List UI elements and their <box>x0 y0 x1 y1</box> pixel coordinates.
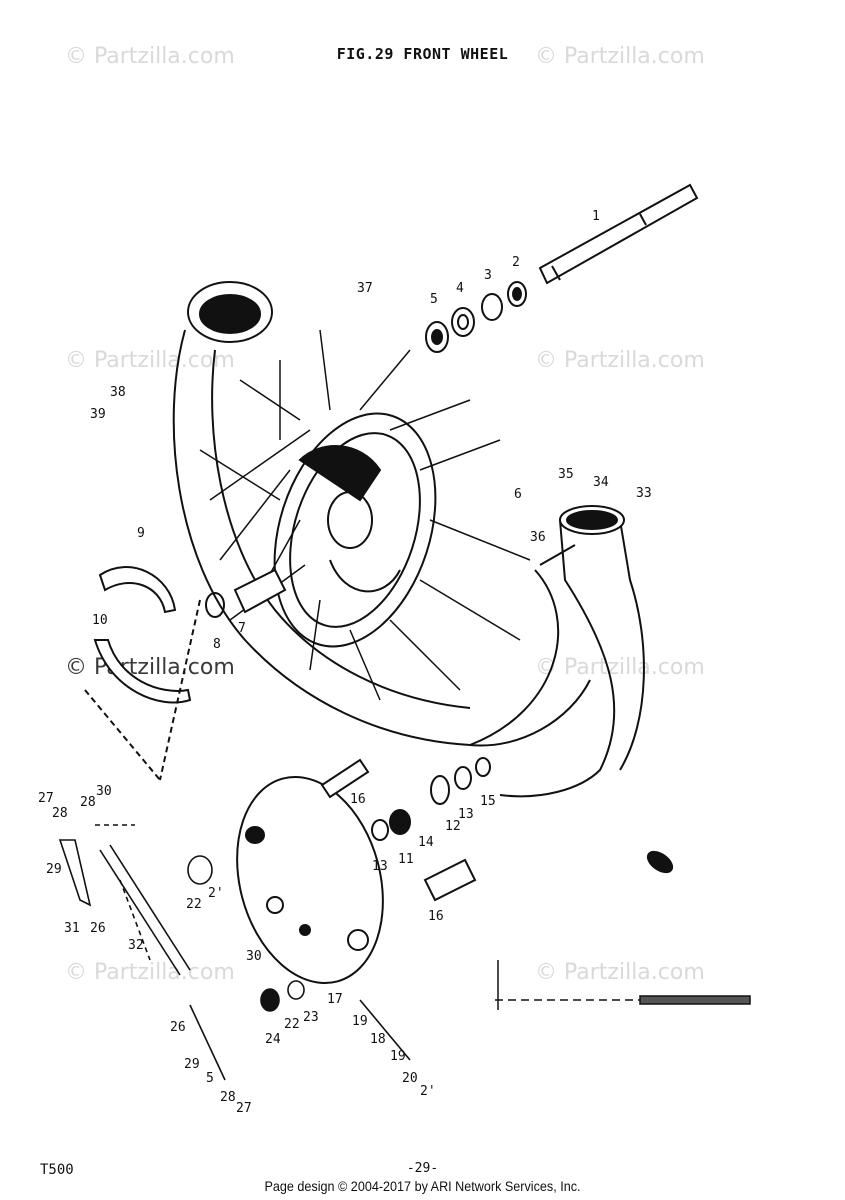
part-callout: 28 <box>52 806 68 821</box>
page-credit: Page design © 2004-2017 by ARI Network S… <box>264 1178 581 1194</box>
part-callout: 5 <box>206 1071 214 1086</box>
part-callout: 33 <box>636 486 652 501</box>
part-callout: 30 <box>246 949 262 964</box>
part-callout: 10 <box>92 613 108 628</box>
part-callout: 18 <box>370 1032 386 1047</box>
part-callout: 26 <box>170 1020 186 1035</box>
part-callout: 29 <box>184 1057 200 1072</box>
part-callout: 28 <box>220 1090 236 1105</box>
part-callout: 13 <box>458 807 474 822</box>
part-callout: 13 <box>372 859 388 874</box>
hub-drawing <box>273 412 437 648</box>
brake-shoe-drawing <box>84 566 201 781</box>
part-callout: 37 <box>357 281 373 296</box>
watermark: © Partzilla.com <box>535 44 705 69</box>
part-callout: 9 <box>137 526 145 541</box>
tire-drawing <box>172 281 591 747</box>
part-callout: 2' <box>420 1084 436 1099</box>
part-callout: 2 <box>512 255 520 270</box>
part-callout: 6 <box>514 487 522 502</box>
watermark: © Partzilla.com <box>65 44 235 69</box>
part-callout: 29 <box>46 862 62 877</box>
watermark: © Partzilla.com <box>535 348 705 373</box>
part-callout: 39 <box>90 407 106 422</box>
part-callout: 14 <box>418 835 434 850</box>
page-number: -29- <box>406 1161 439 1176</box>
model-label: T500 <box>40 1162 74 1178</box>
part-callout: 34 <box>593 475 609 490</box>
axle-drawing <box>538 183 699 285</box>
part-callout: 19 <box>390 1049 406 1064</box>
part-callout: 24 <box>265 1032 281 1047</box>
part-callout: 31 <box>64 921 80 936</box>
figure-title: FIG.29 FRONT WHEEL <box>336 45 509 63</box>
part-callout: 22 <box>284 1017 300 1032</box>
watermark: © Partzilla.com <box>535 960 705 985</box>
part-callout: 27 <box>236 1101 252 1116</box>
watermark: © Partzilla.com <box>65 655 235 680</box>
part-callout: 15 <box>480 794 496 809</box>
spacer-drawing <box>507 281 527 307</box>
cable-drawing <box>495 850 751 1010</box>
part-callout: 1 <box>592 209 600 224</box>
part-callout: 11 <box>398 852 414 867</box>
part-callout: 35 <box>558 467 574 482</box>
part-callout: 27 <box>38 791 54 806</box>
part-callout: 32 <box>128 938 144 953</box>
part-callout: 23 <box>303 1010 319 1025</box>
part-callout: 36 <box>530 530 546 545</box>
part-callout: 3 <box>484 268 492 283</box>
part-callout: 5 <box>430 292 438 307</box>
part-callout: 17 <box>327 992 343 1007</box>
part-callout: 22 <box>186 897 202 912</box>
gear-parts-drawing <box>320 757 491 902</box>
part-callout: 30 <box>96 784 112 799</box>
part-callout: 4 <box>456 281 464 296</box>
part-callout: 7 <box>238 621 246 636</box>
part-callout: 12 <box>445 819 461 834</box>
watermark: © Partzilla.com <box>535 655 705 680</box>
part-callout: 26 <box>90 921 106 936</box>
part-callout: 28 <box>80 795 96 810</box>
tube-drawing <box>469 505 645 798</box>
brake-panel-drawing <box>236 775 384 985</box>
linkage-drawing <box>58 824 411 1081</box>
watermark: © Partzilla.com <box>65 960 235 985</box>
part-callout: 8 <box>213 637 221 652</box>
part-callout: 38 <box>110 385 126 400</box>
part-callout: 20 <box>402 1071 418 1086</box>
watermark: © Partzilla.com <box>65 348 235 373</box>
part-callout: 19 <box>352 1014 368 1029</box>
part-callout: 16 <box>428 909 444 924</box>
part-callout: 2' <box>208 886 224 901</box>
part-callout: 16 <box>350 792 366 807</box>
